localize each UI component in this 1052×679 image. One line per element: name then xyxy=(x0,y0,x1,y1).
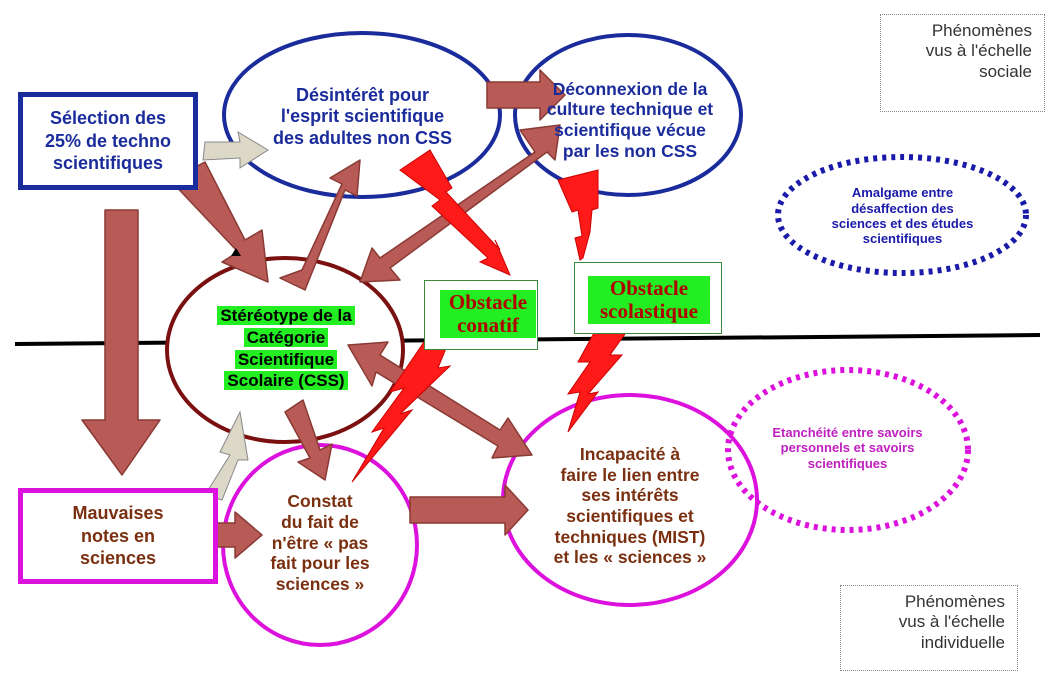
lightning-bolt-2-icon xyxy=(557,169,599,261)
arrow-desinteret-to-deconnexion xyxy=(486,69,566,121)
desinteret-label: Désintérêt pour l'esprit scientifique de… xyxy=(272,85,453,148)
stereotype-line-4: Scolaire (CSS) xyxy=(224,371,348,391)
selection-box: Sélection des 25% de techno scientifique… xyxy=(18,92,198,190)
arrow-mauvaises-to-stereotype xyxy=(204,410,249,501)
incapacite-label: Incapacité à faire le lien entre ses int… xyxy=(553,444,707,568)
scale-note-individual: Phénomènes vus à l'échelle individuelle xyxy=(840,585,1018,671)
amalgame-ellipse xyxy=(775,154,1029,276)
lightning-bolt-1-icon xyxy=(399,149,511,276)
arrow-stereotype-to-incapacite xyxy=(347,341,533,459)
lightning-bolt-4-icon xyxy=(566,319,637,433)
scale-note-social: Phénomènes vus à l'échelle sociale xyxy=(880,14,1045,112)
triangle-marker-icon xyxy=(231,248,241,256)
etancheite-label: Etanchéité entre savoirs personnels et s… xyxy=(772,425,923,471)
stereotype-label: Stéréotype de la Catégorie Scientifique … xyxy=(188,305,384,392)
arrow-deconnexion-to-stereotype xyxy=(359,124,561,283)
amalgame-label: Amalgame entre désaffection des sciences… xyxy=(831,185,974,247)
arrow-selection-to-desinteret xyxy=(202,130,269,169)
obstacle-scolastique-label: Obstacle scolastique xyxy=(588,276,710,325)
arrow-stereotype-to-desinteret xyxy=(279,159,361,291)
stereotype-line-1: Stéréotype de la xyxy=(217,306,355,325)
deconnexion-label: Déconnexion de la culture technique et s… xyxy=(546,78,714,161)
arrow-stereotype-to-constat xyxy=(284,399,333,481)
arrow-constat-to-incapacite xyxy=(409,484,529,536)
obstacle-conatif-label: Obstacle conatif xyxy=(440,290,536,339)
mauvaises-label: Mauvaises notes en sciences xyxy=(72,503,164,569)
etancheite-ellipse xyxy=(725,367,971,533)
deconnexion-ellipse xyxy=(513,33,743,197)
selection-label: Sélection des 25% de techno scientifique… xyxy=(44,108,172,174)
stereotype-line-3: Scientifique xyxy=(234,349,338,369)
constat-label: Constat du fait de n'être « pas fait pou… xyxy=(270,491,370,594)
stereotype-line-2: Catégorie xyxy=(243,327,329,347)
lightning-bolt-3-icon xyxy=(351,325,456,483)
arrow-selection-to-mauvaises xyxy=(81,209,161,476)
mauvaises-box: Mauvaises notes en sciences xyxy=(18,488,218,584)
